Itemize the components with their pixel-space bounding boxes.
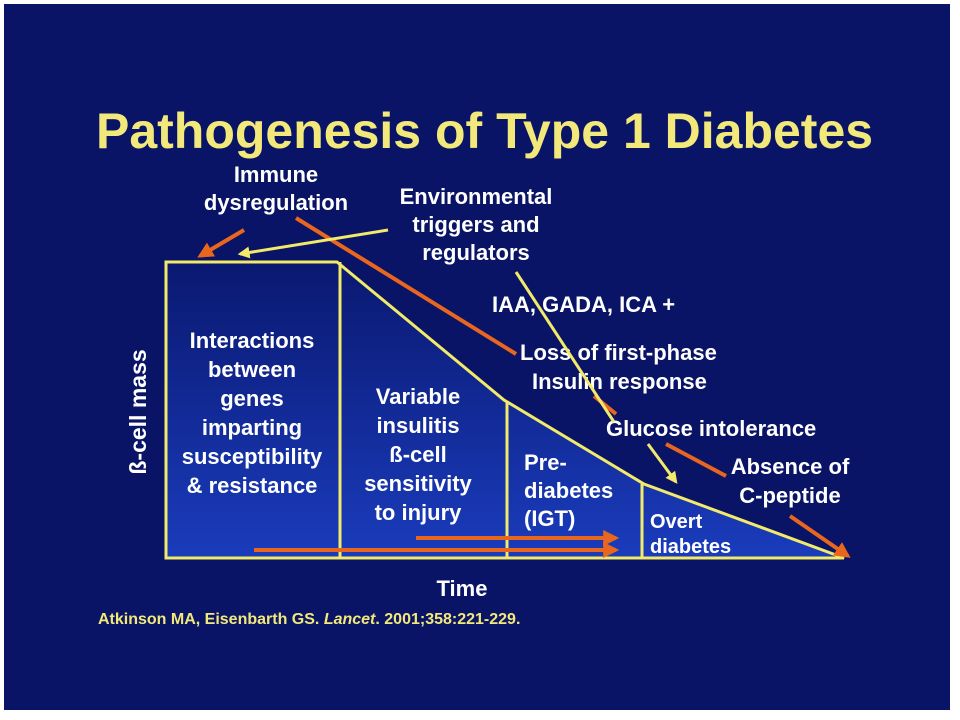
stage-genes-line: imparting <box>202 415 302 440</box>
annotation-glucose-intolerance: Glucose intolerance <box>606 416 816 441</box>
orange-arrow-glucose-to-cpeptide <box>665 442 727 478</box>
stage-genes-label: Interactions between genes imparting sus… <box>182 328 323 498</box>
stage-prediabetes-label: Pre- diabetes (IGT) <box>524 450 613 531</box>
stage-genes-line: & resistance <box>187 473 318 498</box>
stage-prediabetes-line: (IGT) <box>524 506 575 531</box>
annotation-immune-dysregulation: Immune dysregulation <box>204 162 348 215</box>
yellow-arrow-glucose <box>646 443 678 484</box>
annotation-environmental: Environmental triggers and regulators <box>400 184 553 265</box>
orange-arrow-cpeptide <box>788 514 851 558</box>
annotation-c-peptide: Absence of C-peptide <box>731 454 850 508</box>
annotation-line: triggers and <box>412 212 539 237</box>
annotation-line: Insulin response <box>532 369 707 394</box>
annotation-line: dysregulation <box>204 190 348 215</box>
stage-insulitis-line: insulitis <box>376 413 459 438</box>
annotation-first-phase-insulin: Loss of first-phase Insulin response <box>520 340 717 394</box>
stage-overt-line: diabetes <box>650 536 731 558</box>
annotation-line: Environmental <box>400 184 553 209</box>
citation-journal: Lancet <box>324 611 376 628</box>
x-axis-label: Time <box>437 576 488 601</box>
diagram-canvas: Pathogenesis of Type 1 Diabetes ß-cell m… <box>96 103 873 628</box>
orange-line-immune-to-insulin <box>294 216 518 356</box>
stage-overt-line: Overt <box>650 511 703 533</box>
yellow-line-environmental-to-insulin <box>514 271 616 423</box>
stage-genes-line: Interactions <box>190 328 315 353</box>
citation-authors: Atkinson MA, Eisenbarth GS. <box>98 611 324 628</box>
slide: Pathogenesis of Type 1 Diabetes ß-cell m… <box>4 4 950 710</box>
annotation-line: Immune <box>234 162 318 187</box>
annotation-line: C-peptide <box>739 483 840 508</box>
stage-insulitis-line: Variable <box>376 384 460 409</box>
annotation-autoantibodies: IAA, GADA, ICA + <box>492 292 675 317</box>
y-axis-label: ß-cell mass <box>125 349 151 474</box>
beta-cell-mass-curve <box>164 260 845 560</box>
beta-cell-mass-area <box>166 262 844 558</box>
citation-rest: . 2001;358:221-229. <box>375 611 520 628</box>
annotation-line: Absence of <box>731 454 850 479</box>
citation: Atkinson MA, Eisenbarth GS. Lancet. 2001… <box>98 611 520 628</box>
orange-arrow-immune <box>197 228 246 258</box>
stage-insulitis-label: Variable insulitis ß-cell sensitivity to… <box>364 384 472 525</box>
stage-prediabetes-line: Pre- <box>524 450 567 475</box>
stage-insulitis-line: to injury <box>375 500 463 525</box>
annotation-line: Loss of first-phase <box>520 340 717 365</box>
stage-overt-diabetes-label: Overt diabetes <box>650 511 731 558</box>
slide-title: Pathogenesis of Type 1 Diabetes <box>96 103 873 159</box>
stage-genes-line: genes <box>220 386 284 411</box>
stage-insulitis-line: sensitivity <box>364 471 472 496</box>
yellow-arrow-environmental <box>237 228 389 259</box>
stage-prediabetes-line: diabetes <box>524 478 613 503</box>
stage-genes-line: between <box>208 357 296 382</box>
stage-insulitis-line: ß-cell <box>389 442 446 467</box>
stage-genes-line: susceptibility <box>182 444 323 469</box>
annotation-line: regulators <box>422 240 530 265</box>
